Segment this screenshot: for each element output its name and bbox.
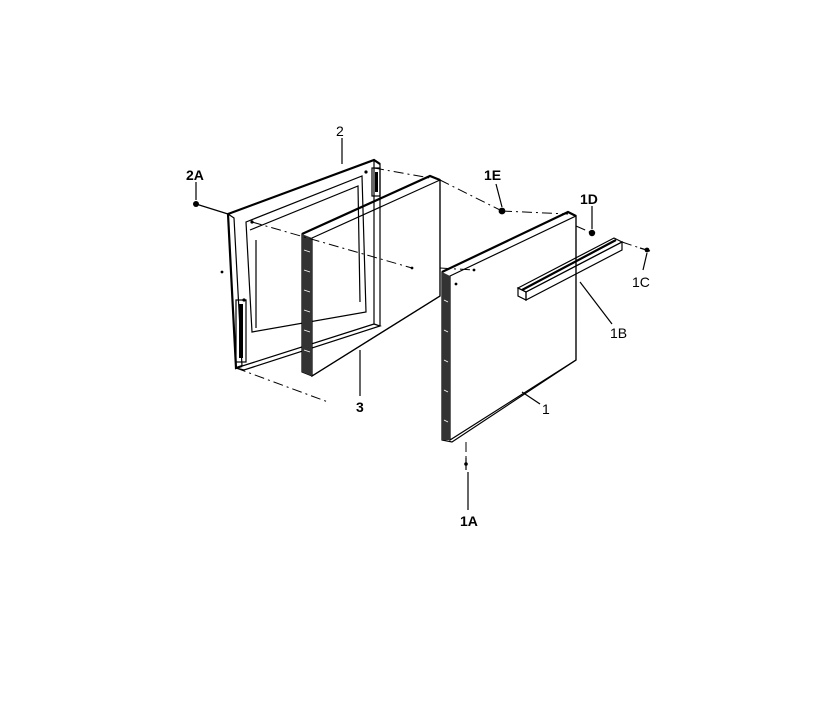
label-part-2a: 2A <box>186 167 204 183</box>
label-part-1a: 1A <box>460 513 478 529</box>
alignment-lines <box>235 167 641 458</box>
part-1-outer-door-panel <box>441 210 577 443</box>
part-2-inner-door-frame <box>220 158 382 371</box>
label-part-1e: 1E <box>484 167 501 183</box>
part-2a-screw <box>193 201 229 215</box>
label-part-2: 2 <box>336 123 344 139</box>
label-part-1d: 1D <box>580 191 598 207</box>
label-part-1b: 1B <box>610 325 627 341</box>
part-1d-screw <box>588 229 596 237</box>
leader-lines <box>195 138 648 510</box>
label-part-1c: 1C <box>632 274 650 290</box>
label-part-3: 3 <box>356 399 364 415</box>
part-1b-door-handle <box>516 237 624 301</box>
part-3-insulation-panel <box>301 174 441 378</box>
part-1a-screw <box>464 458 468 470</box>
part-1c-screw <box>639 247 651 253</box>
label-part-1: 1 <box>542 401 550 417</box>
